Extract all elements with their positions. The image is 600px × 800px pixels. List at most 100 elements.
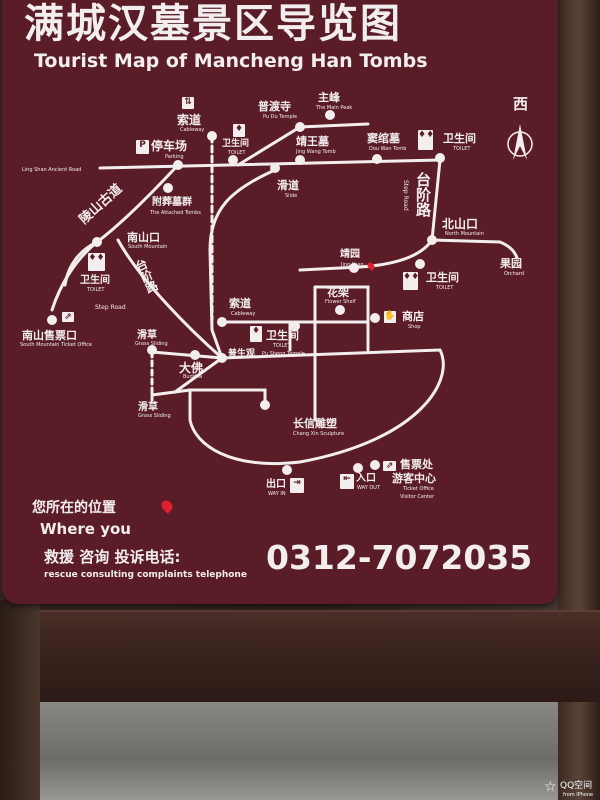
jingwang-tomb-label: 靖王墓	[296, 135, 329, 148]
compass-icon	[507, 124, 533, 160]
road-network	[50, 122, 519, 465]
toilet-label-en: TOILET	[453, 146, 471, 152]
flower-shelf-label: 花架	[327, 286, 349, 299]
node	[295, 122, 305, 132]
toilet-label: 卫生间	[266, 329, 299, 342]
cableway-label: 索道	[229, 297, 251, 310]
node	[260, 400, 270, 410]
cableway-label-en: Cableway	[180, 127, 205, 133]
main-peak-label-en: The Main Peak	[316, 105, 353, 111]
ticket-office-label-en: Ticket Office	[403, 486, 434, 492]
douwan-tomb-label-en: Dou Wan Tomb	[369, 146, 407, 152]
node	[325, 110, 335, 120]
ground	[40, 700, 558, 800]
shop-icon: ✋	[384, 311, 396, 323]
toilet-label: 卫生间	[80, 275, 110, 286]
pusheng-temple-label: 普生观	[228, 349, 256, 359]
node	[270, 163, 280, 173]
phone-label-en: rescue consulting complaints telephone	[44, 570, 247, 580]
parking-label-en: Parking	[165, 154, 184, 160]
jingwang-tomb-label-en: Jing Wang Tomb	[296, 149, 336, 155]
buddha-label: 大佛	[179, 361, 204, 375]
node	[173, 160, 183, 170]
node	[217, 353, 227, 363]
visitor-center-label-en: Visitor Center	[400, 494, 435, 500]
toilet-icon: ♦	[250, 326, 262, 342]
orchard-label: 果园	[500, 257, 522, 270]
step-road-left-label-en: Step Road	[95, 304, 126, 311]
node	[290, 321, 300, 331]
north-mountain-label-en: North Mountain	[445, 231, 484, 237]
exit-door-icon: ⇥	[290, 478, 304, 493]
node	[47, 315, 57, 325]
compass-label: 西	[513, 95, 529, 113]
wooden-beam	[0, 610, 600, 702]
grass-sliding-label: 滑草	[138, 402, 158, 413]
toilet-icon: ♦	[233, 124, 245, 137]
toilet-label-en: TOILET	[87, 287, 105, 293]
node	[335, 305, 345, 315]
toilet-icon: ♦♦	[418, 130, 434, 150]
node	[228, 155, 238, 165]
jingyuan-label-en: Jing Yuan	[341, 262, 364, 268]
watermark-sub: from iPhone	[563, 792, 594, 798]
grass-sliding-label-en: Grass Sliding	[138, 413, 171, 419]
toilet-icon: ♦♦	[403, 272, 419, 290]
ticket-icon: ⇗	[383, 461, 396, 471]
you-are-here-label: 您所在的位置	[32, 500, 116, 516]
orchard-label-en: Orchard	[504, 271, 525, 277]
cableway-label-en: Cableway	[231, 311, 256, 317]
ticket-icon: ⇗	[62, 312, 74, 322]
south-mountain-label: 南山口	[127, 231, 160, 244]
north-mountain-label: 北山口	[442, 217, 479, 231]
shop-label: 商店	[402, 310, 424, 323]
buddha-label-en: Buddha	[183, 374, 203, 380]
node	[190, 350, 200, 360]
entrance-door-icon: ⇤	[340, 474, 354, 489]
toilet-label: 卫生间	[426, 271, 459, 284]
node	[372, 154, 382, 164]
jingyuan-label: 靖园	[340, 249, 360, 260]
toilet-label: 卫生间	[443, 132, 476, 145]
attached-tombs-label-en: The Attached Tombs	[150, 210, 201, 216]
shop-label-en: Shop	[408, 324, 421, 330]
node	[92, 237, 102, 247]
exit-label: 出口	[266, 479, 286, 490]
grass-sliding-label-en: Grass Sliding	[135, 341, 168, 347]
map-title-zh: 满城汉墓景区导览图	[24, 1, 402, 47]
node	[147, 345, 157, 355]
entrance-label-en: WAY OUT	[357, 485, 380, 491]
node	[370, 460, 380, 470]
node	[370, 313, 380, 323]
watermark: QQ空间	[560, 781, 593, 791]
pudu-temple-label-en: Pu Du Temple	[263, 114, 298, 120]
douwan-tomb-label: 窦绾墓	[367, 132, 400, 145]
node	[217, 317, 227, 327]
node	[349, 263, 359, 273]
ticket-office-label: 售票处	[400, 458, 433, 471]
changxin-sculpture-label-en: Chang Xin Sculpture	[293, 431, 345, 437]
exit-label-en: WAY IN	[268, 491, 286, 497]
visitor-center-label: 游客中心	[392, 472, 436, 485]
node	[353, 463, 363, 473]
star-icon: ☆	[544, 779, 557, 795]
toilet-label-en: TOILET	[436, 285, 454, 291]
phone-number: 0312-7072035	[266, 538, 533, 577]
entrance-label: 入口	[356, 473, 376, 484]
changxin-sculpture-label: 长信雕塑	[293, 417, 337, 430]
phone-label: 救援 咨询 投诉电话:	[44, 548, 181, 566]
south-ticket-office-label: 南山售票口	[22, 329, 77, 342]
main-peak-label: 主峰	[318, 91, 340, 104]
node	[163, 183, 173, 193]
step-road-label: 台阶路	[414, 172, 432, 217]
toilet-label: 卫生间	[222, 139, 250, 149]
node	[295, 155, 305, 165]
grass-sliding-label: 滑草	[137, 330, 157, 341]
node	[415, 259, 425, 269]
slide-label: 滑道	[277, 179, 299, 192]
pudu-temple-label: 普渡寺	[258, 100, 291, 113]
toilet-label-en: TOILET	[228, 150, 246, 156]
slide-label-en: Slide	[285, 193, 298, 199]
map-board	[2, 0, 558, 604]
step-road-label-en: Step Road	[402, 180, 409, 211]
